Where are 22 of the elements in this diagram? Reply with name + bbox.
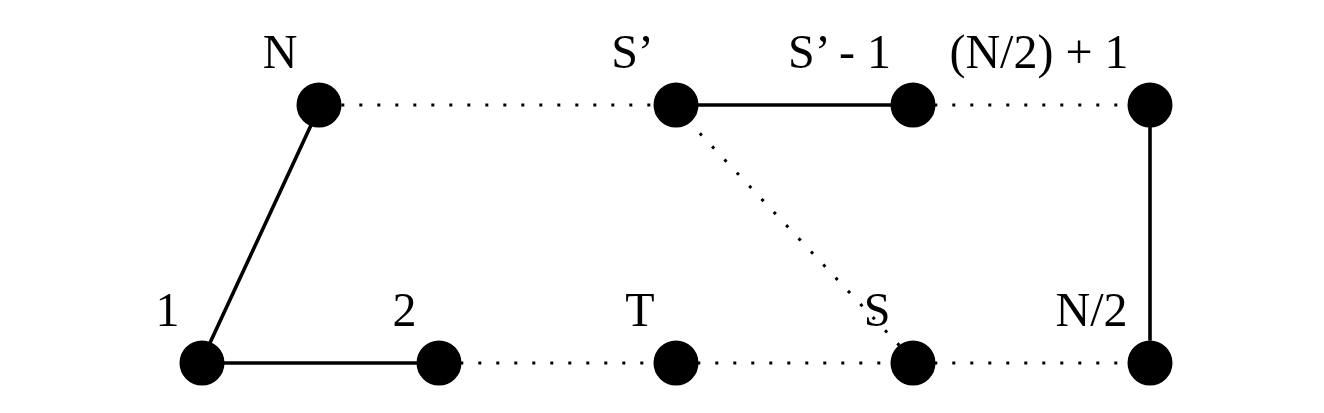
node-circle — [416, 340, 461, 385]
node-circle — [653, 340, 698, 385]
node-circle — [1127, 82, 1172, 127]
node-label: T — [624, 282, 655, 336]
connector — [222, 360, 418, 365]
node-label: N — [262, 24, 297, 78]
node-circle — [890, 82, 935, 127]
node-label: S’ — [610, 24, 654, 78]
node-label: S’ - 1 — [787, 24, 891, 78]
node-label: (N/2) + 1 — [948, 24, 1129, 78]
connector — [1147, 125, 1152, 341]
node-circle — [296, 82, 341, 127]
node-circle — [1127, 340, 1172, 385]
connector — [696, 102, 892, 107]
connector — [207, 124, 313, 344]
node-label: N/2 — [1055, 282, 1127, 336]
node-circle — [890, 340, 935, 385]
node-label: 2 — [392, 282, 416, 336]
node-label: S — [863, 282, 890, 336]
node-circle — [653, 82, 698, 127]
node-label: 1 — [155, 282, 179, 336]
node-circle — [179, 340, 224, 385]
